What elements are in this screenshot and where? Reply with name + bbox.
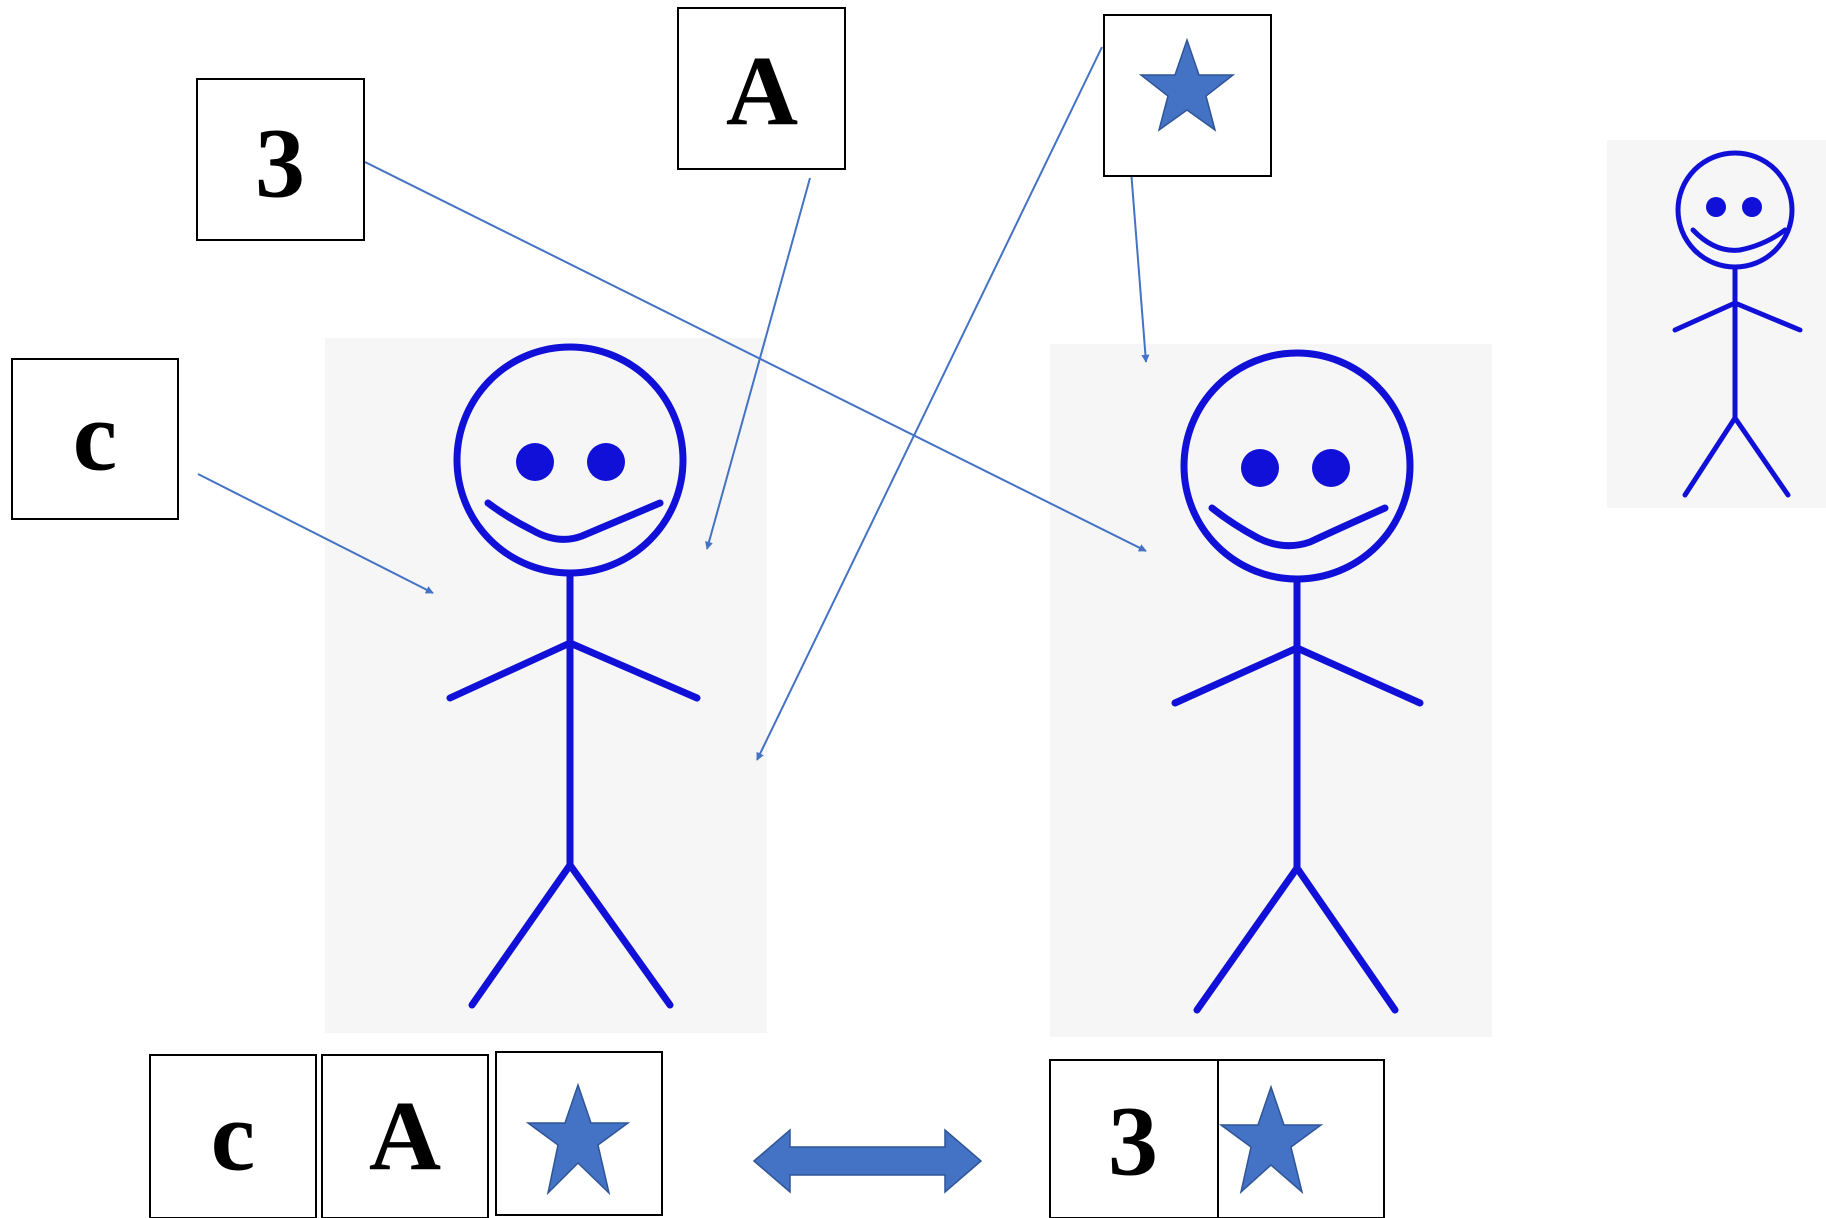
stick-figure-right [1050, 344, 1492, 1037]
star-icon [1218, 1084, 1324, 1195]
stick-figure-left [325, 338, 767, 1033]
label-box-three: 3 [196, 78, 365, 241]
arrow-a-to-left-figure [705, 177, 811, 550]
bottom-box-a: A [321, 1054, 489, 1218]
figure-background [325, 338, 767, 1033]
arrow-three-to-right-figure [364, 161, 1147, 552]
arrow-star-to-right-figure [1130, 169, 1150, 363]
stick-figure-small [1607, 140, 1826, 508]
double-arrow-icon [752, 1128, 983, 1194]
bottom-label-c: c [211, 1081, 255, 1192]
bottom-set-left: c A [149, 1051, 663, 1218]
bottom-box-star [495, 1051, 663, 1216]
arrow-star-to-left-figure [756, 46, 1103, 761]
bottom-set-right: 3 [1049, 1059, 1385, 1218]
star-icon [1138, 37, 1236, 132]
figure-background [1050, 344, 1492, 1037]
label-a: A [726, 36, 798, 147]
stick-figure-icon [1171, 349, 1424, 1014]
arrow-c-to-left-figure [197, 473, 434, 594]
bottom-label-a: A [369, 1081, 441, 1192]
label-c: c [73, 381, 117, 492]
connector-arrows [197, 46, 1150, 761]
label-three: 3 [255, 108, 305, 219]
bottom-box-three: 3 [1049, 1059, 1219, 1218]
star-icon [525, 1082, 631, 1196]
bottom-box-c: c [149, 1054, 317, 1218]
label-box-a: A [677, 7, 846, 170]
label-box-star [1103, 14, 1272, 177]
figure-background [1607, 140, 1826, 508]
stick-figure-icon [1672, 150, 1803, 498]
label-box-c: c [11, 358, 179, 520]
bottom-label-three: 3 [1108, 1086, 1158, 1197]
stick-figure-icon [446, 343, 701, 1009]
bottom-box-star [1217, 1059, 1385, 1218]
